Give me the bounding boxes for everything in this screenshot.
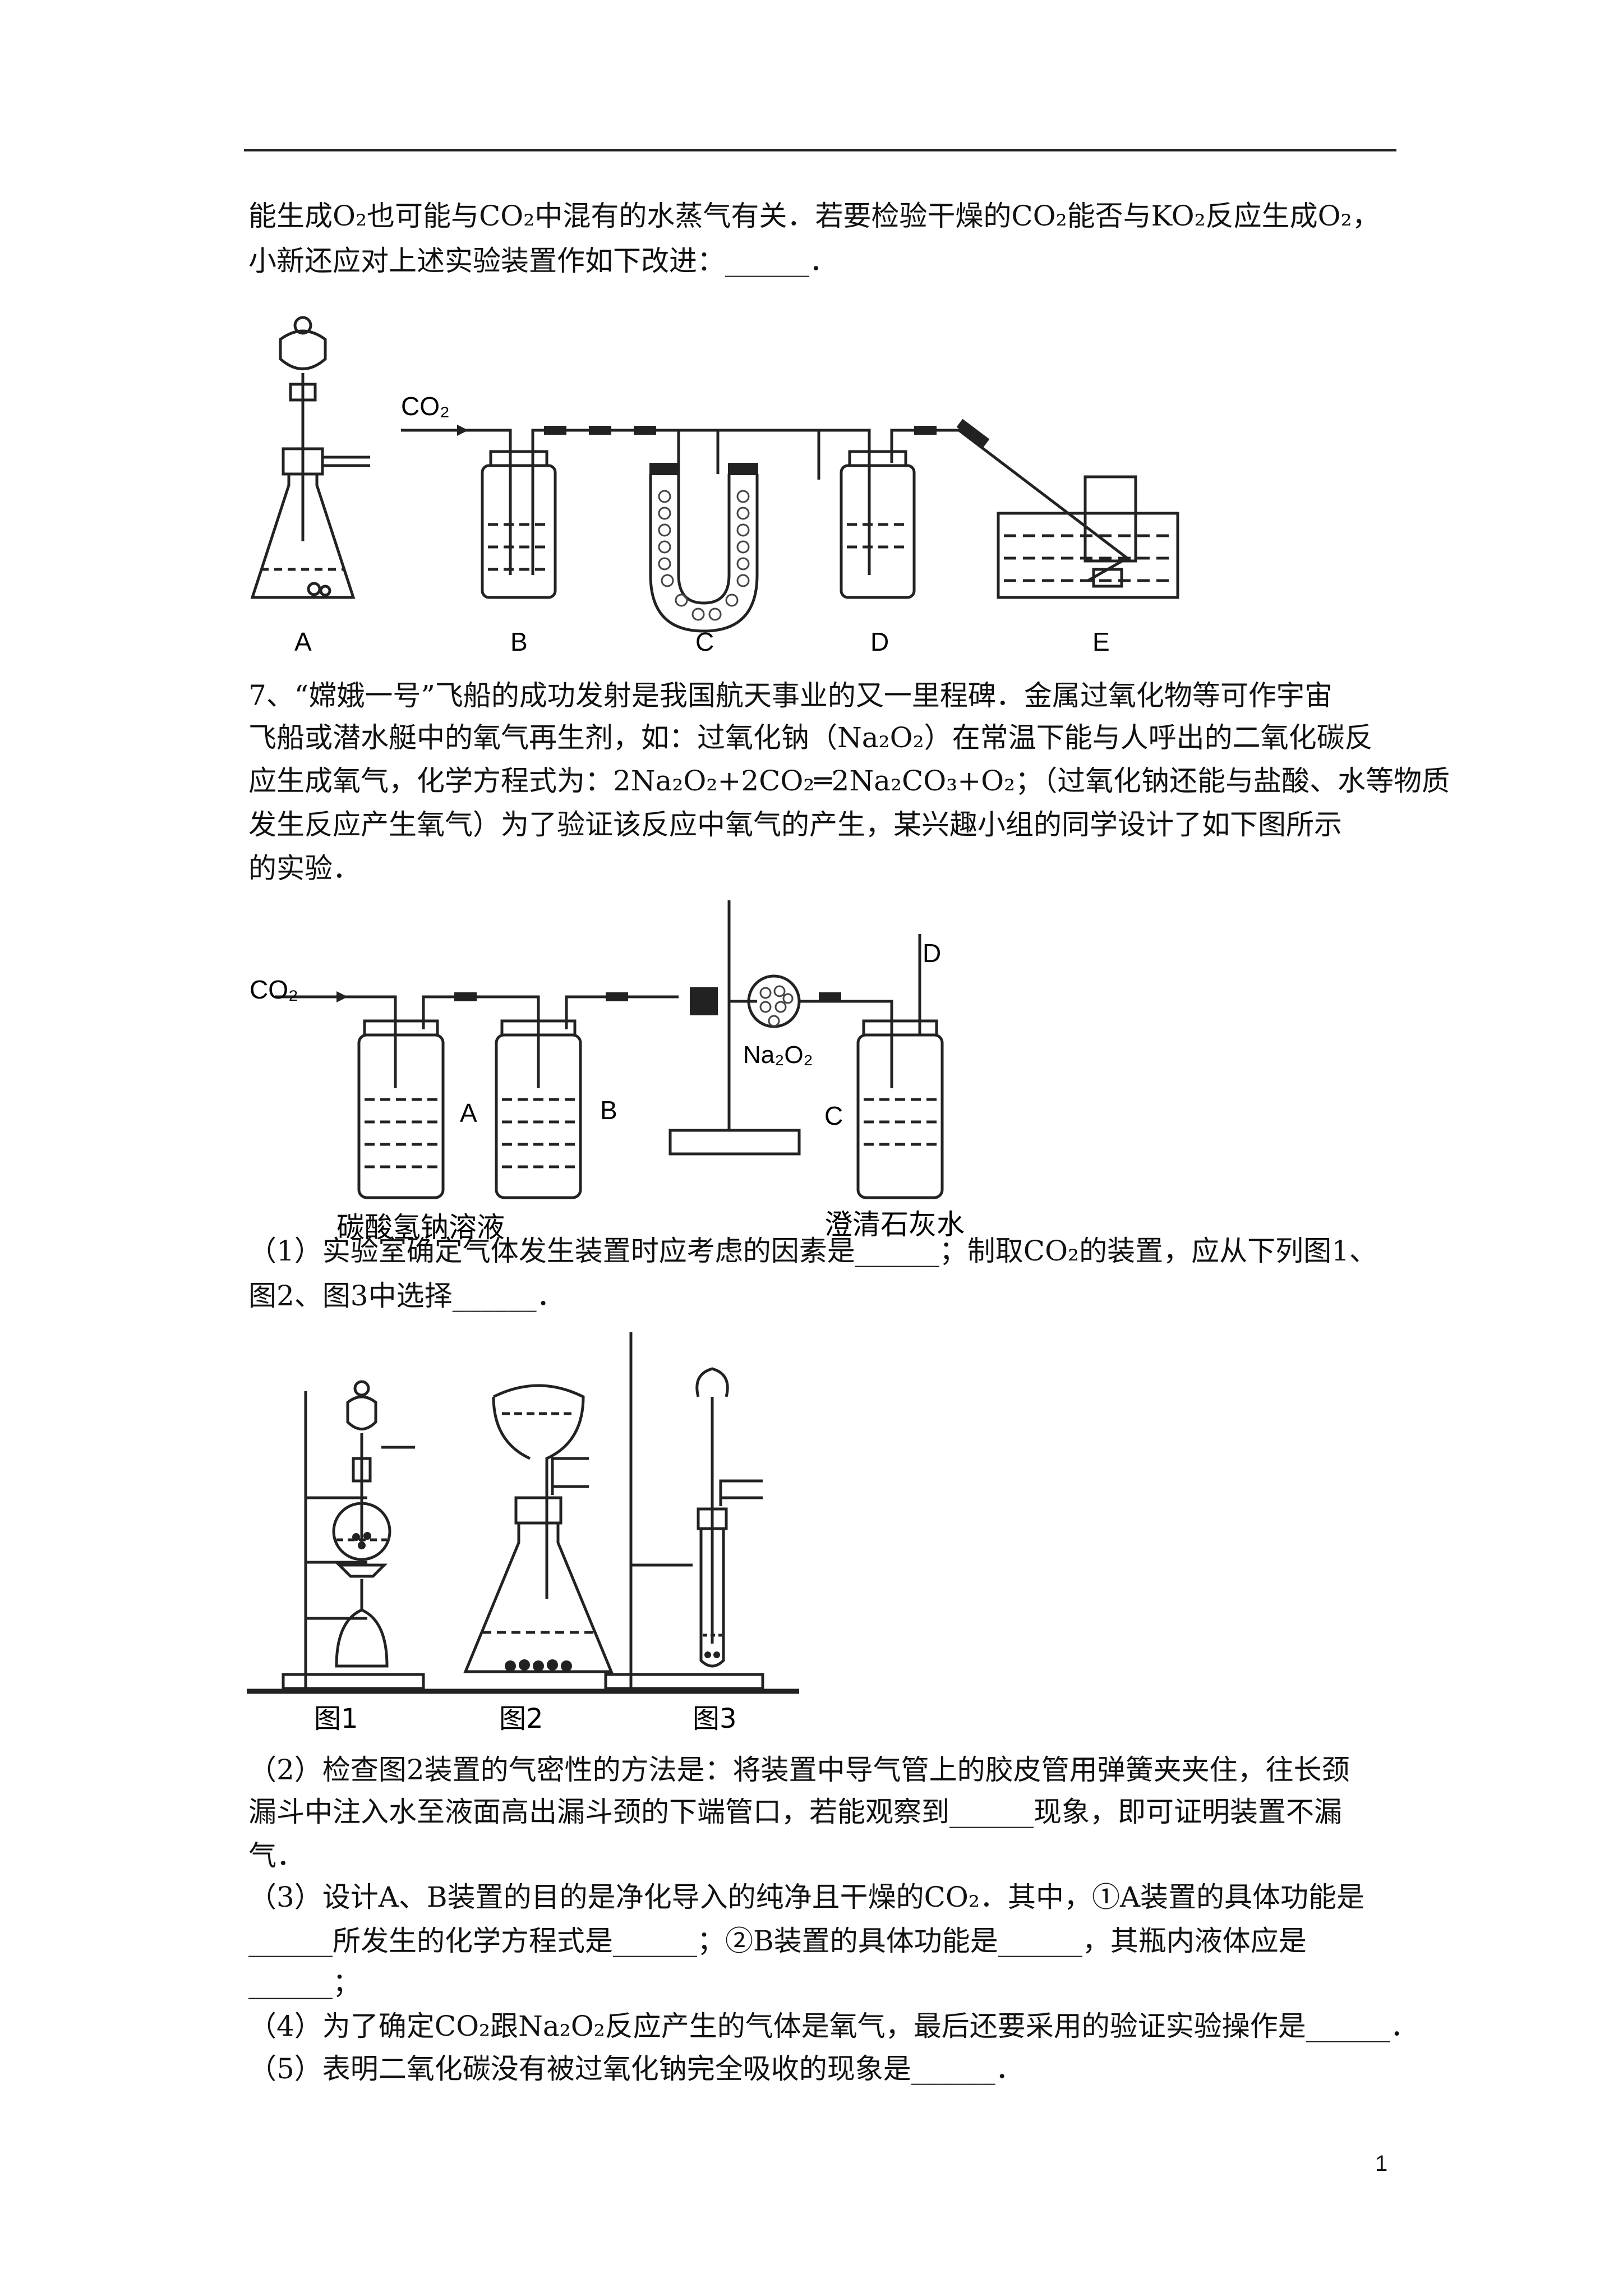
generators-drawing: 图1 图2 图3 bbox=[247, 1332, 799, 1733]
intro-line-2: 小新还应对上述实验装置作如下改进：______． bbox=[248, 245, 837, 277]
intro-line-1: 能生成O₂也可能与CO₂中混有的水蒸气有关．若要检验干燥的CO₂能否与KO₂反应… bbox=[248, 200, 1380, 232]
fig2-reagent-label: Na₂O₂ bbox=[743, 1041, 813, 1069]
fig1-label-b: B bbox=[510, 627, 528, 656]
q5-line-1: （5）表明二氧化碳没有被过氧化钠完全吸收的现象是______． bbox=[248, 2053, 1023, 2085]
q7-line-1: 7、“嫦娥一号”飞船的成功发射是我国航天事业的又一里程碑．金属过氧化物等可作宇宙 bbox=[248, 679, 1332, 712]
fig2-label-c: C bbox=[824, 1101, 843, 1130]
q7-line-2: 飞船或潜水艇中的氧气再生剂，如：过氧化钠（Na₂O₂）在常温下能与人呼出的二氧化… bbox=[248, 721, 1373, 754]
fig1-label-c: C bbox=[695, 627, 714, 656]
fig3-label-1: 图1 bbox=[314, 1703, 358, 1733]
q2-line-1: （2）检查图2装置的气密性的方法是：将装置中导气管上的胶皮管用弹簧夹夹住，往长颈 bbox=[248, 1754, 1350, 1786]
fig2-label-b: B bbox=[600, 1096, 617, 1125]
fig2-gas-label: CO₂ bbox=[250, 975, 298, 1004]
q7-line-3: 应生成氧气，化学方程式为：2Na₂O₂+2CO₂═2Na₂CO₃+O₂；（过氧化… bbox=[248, 765, 1450, 797]
apparatus-abcde-drawing: CO₂ A B C D E bbox=[250, 316, 1179, 656]
fig1-gas-label: CO₂ bbox=[401, 392, 450, 421]
fig2-label-d: D bbox=[923, 938, 941, 968]
fig2-label-a: A bbox=[460, 1098, 477, 1128]
q1-line-2: 图2、图3中选择______． bbox=[248, 1280, 565, 1312]
fig3-label-2: 图2 bbox=[499, 1703, 543, 1733]
q7-line-5: 的实验． bbox=[248, 852, 361, 885]
fig2-solution-c: 澄清石灰水 bbox=[824, 1208, 965, 1241]
figure-apparatus-abcde: CO₂ A B C D E bbox=[241, 295, 1206, 665]
header-rule bbox=[244, 149, 1396, 151]
q3-line-2: ______所发生的化学方程式是______；②B装置的具体功能是______，… bbox=[248, 1925, 1307, 1957]
page-number: 1 bbox=[1375, 2151, 1388, 2176]
fig1-label-d: D bbox=[870, 627, 889, 656]
figure-generators: 图1 图2 图3 bbox=[247, 1329, 808, 1733]
q7-line-4: 发生反应产生氧气）为了验证该反应中氧气的产生，某兴趣小组的同学设计了如下图所示 bbox=[248, 808, 1342, 841]
fig2-solution-a: 碳酸氢钠溶液 bbox=[336, 1211, 505, 1244]
q1-line-1: （1）实验室确定气体发生装置时应考虑的因素是______；制取CO₂的装置，应从… bbox=[248, 1235, 1377, 1267]
q3-line-3: ______； bbox=[248, 1967, 361, 1999]
fig3-label-3: 图3 bbox=[693, 1703, 737, 1733]
q4-line-1: （4）为了确定CO₂跟Na₂O₂反应产生的气体是氧气，最后还要采用的验证实验操作… bbox=[248, 2010, 1418, 2042]
q3-line-1: （3）设计A、B装置的目的是净化导入的纯净且干燥的CO₂．其中，①A装置的具体功… bbox=[248, 1881, 1365, 1913]
fig1-label-e: E bbox=[1092, 627, 1110, 656]
apparatus-na2o2-drawing: CO₂ A B C D Na₂O₂ 碳酸氢钠溶液 澄清石灰水 bbox=[250, 900, 965, 1244]
fig1-label-a: A bbox=[294, 627, 312, 656]
q2-line-2: 漏斗中注入水至液面高出漏斗颈的下端管口，若能观察到______现象，即可证明装置… bbox=[248, 1796, 1342, 1828]
q2-line-3: 气． bbox=[248, 1839, 305, 1872]
figure-apparatus-na2o2: CO₂ A B C D Na₂O₂ 碳酸氢钠溶液 澄清石灰水 bbox=[241, 895, 987, 1248]
